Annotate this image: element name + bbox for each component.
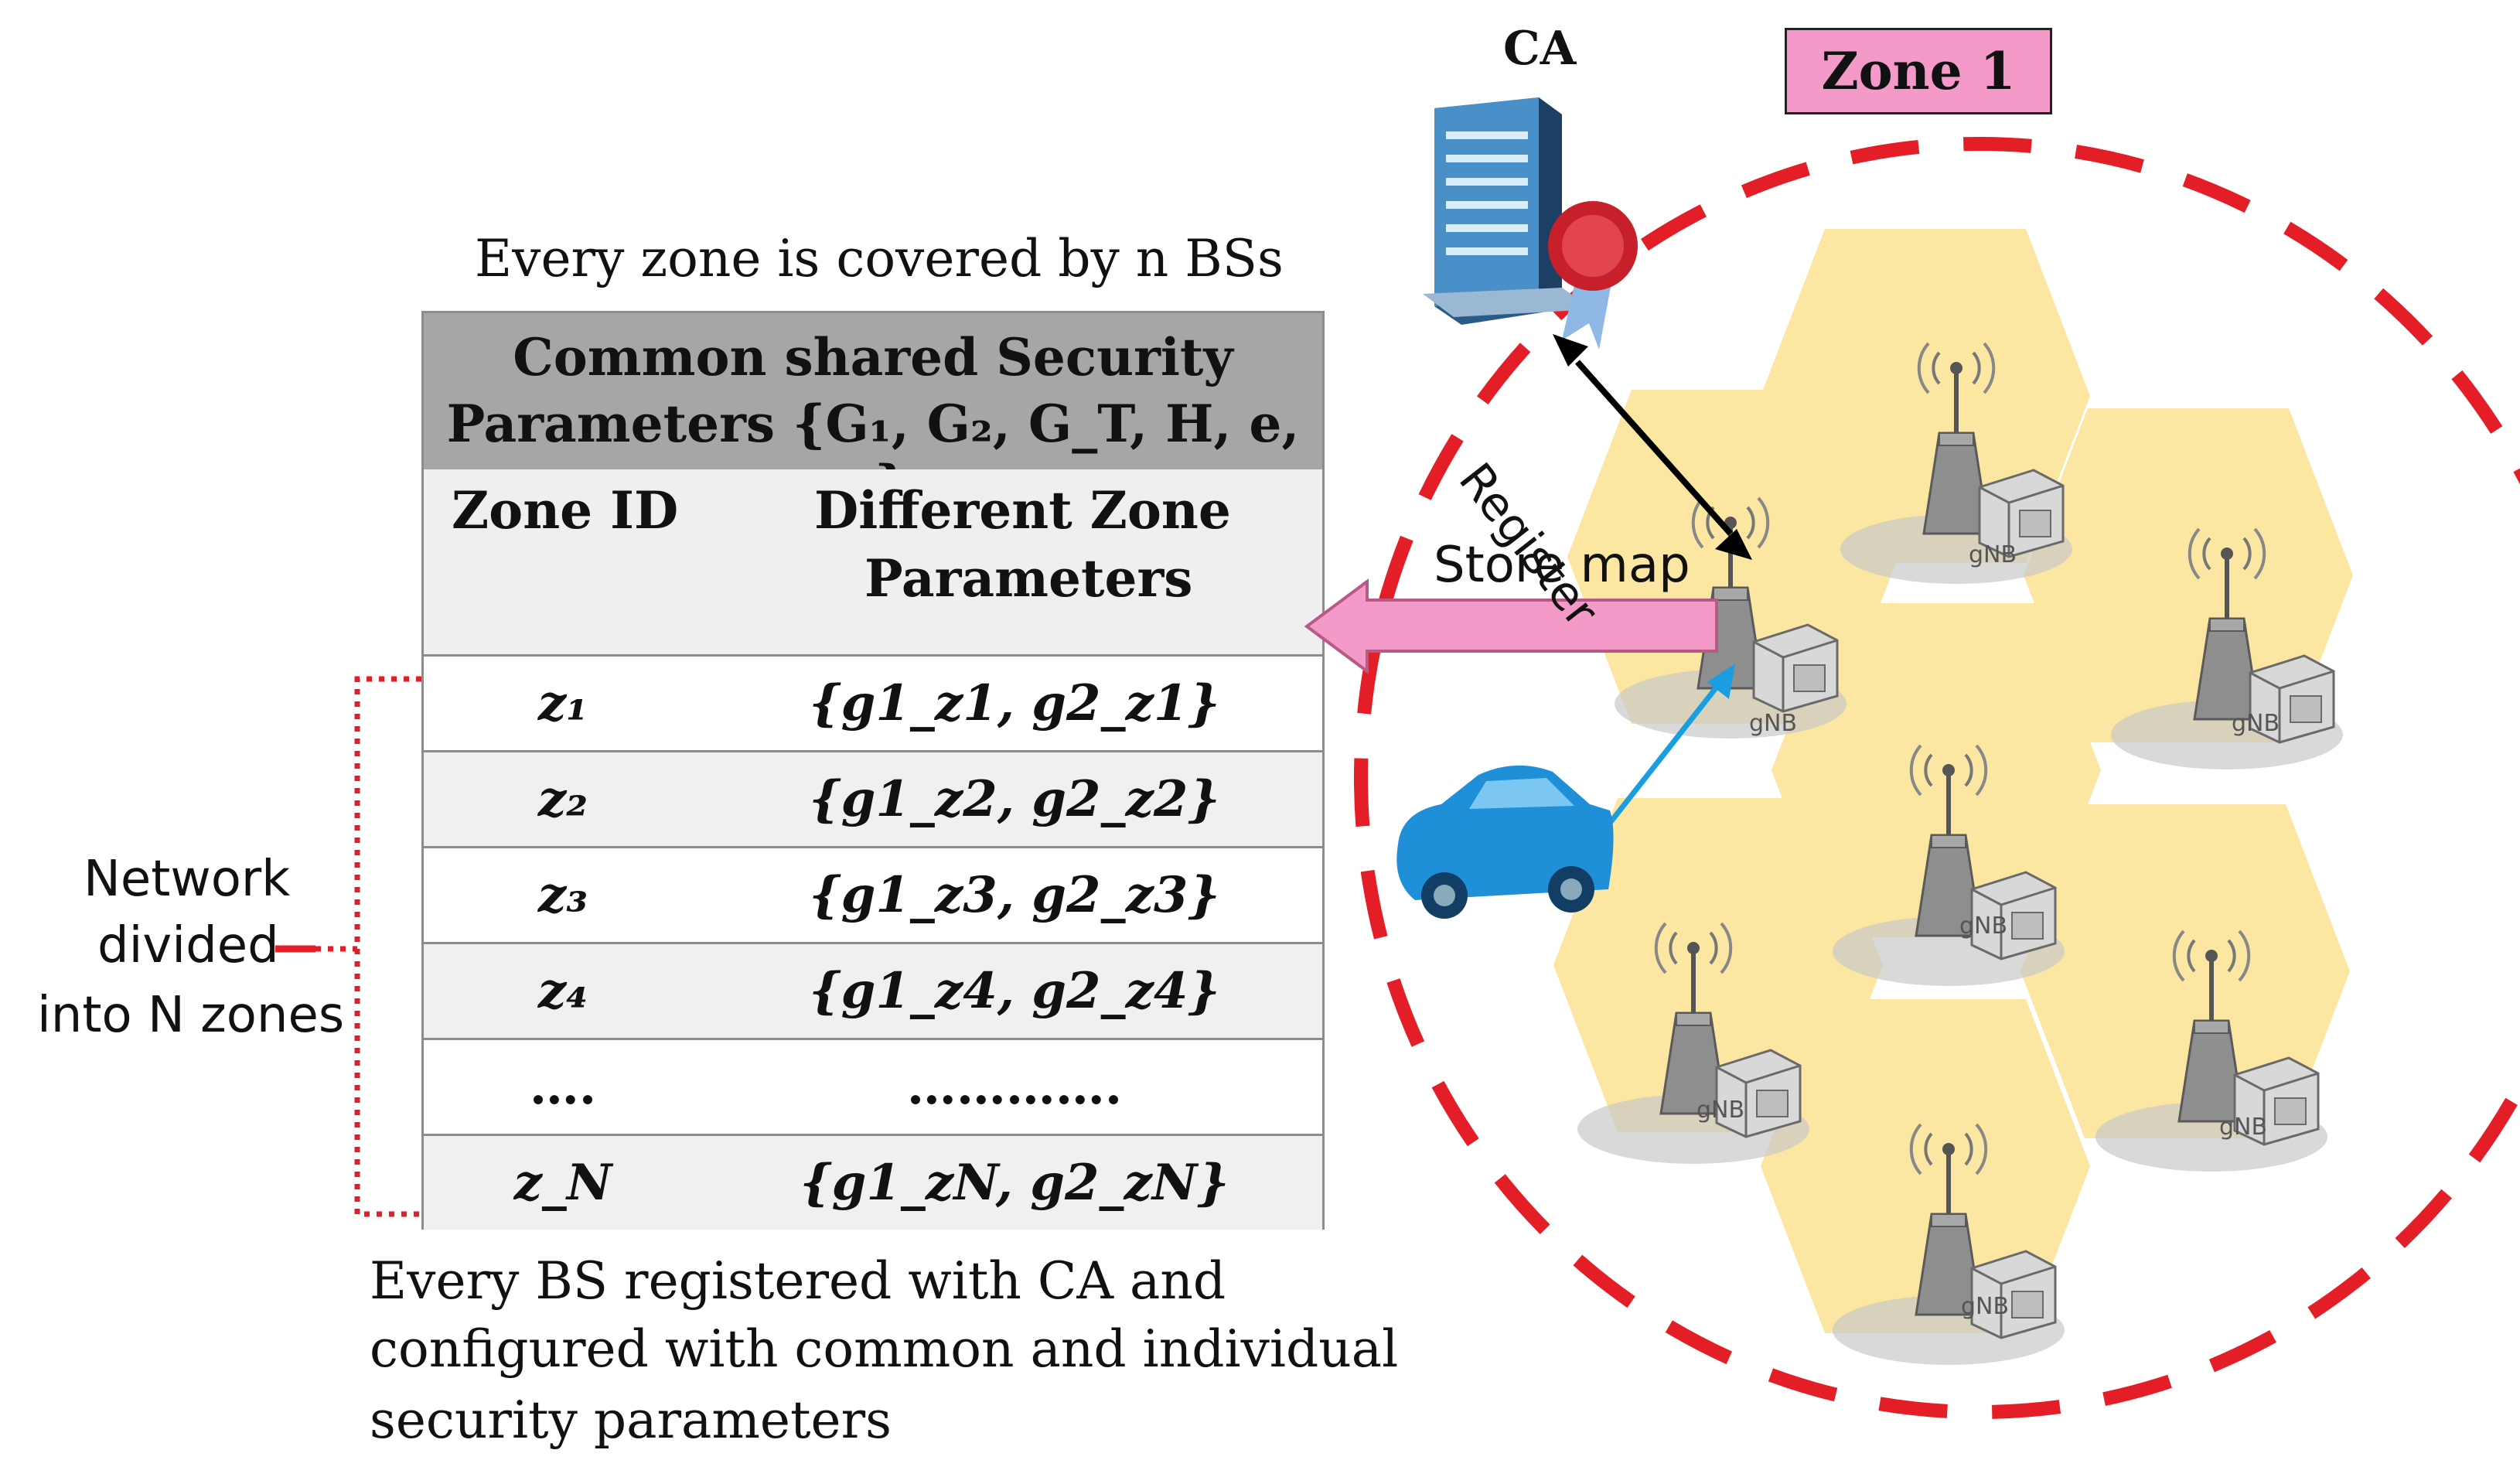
- zone-id-cell: ….: [529, 1058, 597, 1116]
- gnb-label: gNB: [1969, 541, 2017, 568]
- network-label-line2: divided: [97, 917, 279, 974]
- ca-label: CA: [1503, 22, 1577, 76]
- car-icon: [1396, 765, 1614, 919]
- zone-params-cell: {g1_z1, g2_z1}: [809, 674, 1220, 732]
- table-header: Common shared Security Parameters {G₁, G…: [424, 313, 1322, 514]
- zone-id-cell: z₁: [537, 674, 588, 732]
- store-map-arrow: [1304, 578, 1718, 674]
- top-caption: Every zone is covered by n BSs: [475, 229, 1284, 288]
- zone-params-cell: {g1_z3, g2_z3}: [809, 866, 1220, 924]
- column-params-line1: Different Zone: [814, 480, 1231, 541]
- network-label-line3: into N zones: [37, 987, 345, 1044]
- hexagon-cells: [1553, 229, 2353, 1333]
- zone-id-cell: z₂: [537, 770, 588, 828]
- table-row: …. ………….: [424, 1040, 1322, 1136]
- bottom-caption-line1: Every BS registered with CA and: [370, 1251, 1226, 1311]
- bottom-caption-line3: security parameters: [370, 1390, 892, 1450]
- zone-badge-label: Zone 1: [1821, 41, 2016, 101]
- gnb-label: gNB: [1749, 710, 1798, 737]
- bottom-caption-line2: configured with common and individual: [370, 1319, 1399, 1379]
- network-label-line1: Network: [84, 851, 291, 908]
- gnb-label: gNB: [1959, 913, 2008, 940]
- table-row: z_N {g1_zN, g2_zN}: [424, 1136, 1322, 1230]
- column-params-line2: Parameters: [864, 548, 1193, 609]
- zone-id-cell: z₃: [537, 866, 588, 924]
- gnb-label: gNB: [2219, 1114, 2268, 1141]
- zone-id-cell: z₄: [537, 962, 588, 1020]
- zone-params-cell: {g1_z4, g2_z4}: [809, 962, 1220, 1020]
- zone-badge: Zone 1: [1785, 28, 2052, 114]
- table-column-header: Zone ID Different Zone Parameters: [424, 469, 1322, 657]
- zone-boundary: [1354, 137, 2520, 1419]
- zone-params-cell: {g1_zN, g2_zN}: [800, 1154, 1229, 1212]
- ca-server-icon: [1423, 97, 1638, 350]
- store-map-label: Store map: [1434, 537, 1690, 594]
- gnb-label: gNB: [1696, 1097, 1745, 1124]
- table-row: z₄ {g1_z4, g2_z4}: [424, 944, 1322, 1040]
- zone-params-cell: ………….: [906, 1058, 1123, 1116]
- table-header-line1: Common shared Security: [513, 327, 1233, 387]
- table-row: z₂ {g1_z2, g2_z2}: [424, 752, 1322, 848]
- column-zone-id: Zone ID: [452, 480, 679, 541]
- table-row: z₃ {g1_z3, g2_z3}: [424, 848, 1322, 944]
- table-row: z₁ {g1_z1, g2_z1}: [424, 657, 1322, 752]
- gnb-label: gNB: [2232, 710, 2280, 737]
- zone-params-cell: {g1_z2, g2_z2}: [809, 770, 1220, 828]
- register-arrow: [1553, 334, 1752, 560]
- zone-parameters-table: Common shared Security Parameters {G₁, G…: [421, 311, 1325, 1230]
- zone-id-cell: z_N: [513, 1154, 612, 1212]
- gnb-label: gNB: [1961, 1293, 2010, 1320]
